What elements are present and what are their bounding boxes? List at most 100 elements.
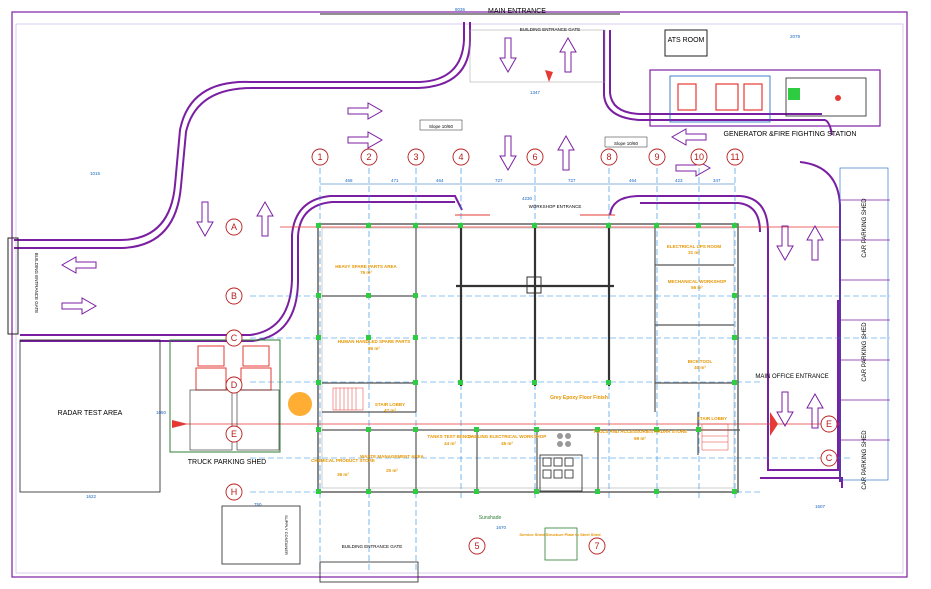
truck-shed-label: TRUCK PARKING SHED (188, 459, 266, 466)
generator-outline (649, 69, 881, 127)
room-cabling: CABLING ELECTRICAL WORKSHOP (468, 434, 546, 439)
dim-mid: 4230 (522, 196, 533, 201)
bottom-gate-label: BUILDING ENTRANCE GATE (342, 544, 402, 549)
dim-bot-left: 1622 (86, 494, 97, 499)
site-boundary (11, 11, 908, 578)
dim-3: 464 (436, 178, 444, 183)
road-outline-left-upper-inner (14, 22, 471, 249)
slope-1-label: Slope 10/60 (429, 124, 454, 129)
dim-top-right: 2079 (790, 34, 801, 39)
arrow-right-2 (347, 131, 384, 149)
supply-label: SUPPLY CONTAINER (284, 515, 289, 555)
slope-1-box (419, 119, 463, 131)
inner-boundary (15, 23, 904, 574)
epoxy-label: Grey Epoxy Floor Finish (550, 395, 608, 401)
arrow-up-mid (557, 134, 575, 171)
ats-room-label: ATS ROOM (668, 37, 705, 44)
fire-pump (788, 88, 800, 100)
car-shed-label-3: CAR PARKING SHED (862, 430, 868, 490)
dim-1670: 1670 (496, 525, 507, 530)
room-ups-area: 31 m² (688, 250, 700, 255)
room-cabling-area: 45 m² (501, 441, 513, 446)
direction-arrows (60, 36, 824, 429)
room-waste-area: 20 m² (386, 468, 398, 473)
room-stair-lobby-area: 47 m² (384, 408, 396, 413)
radar-area-label-1: RADAR TEST AREA (58, 410, 123, 417)
road-outline-left-lower (20, 195, 463, 336)
arrow-up-office (806, 392, 824, 429)
dim-overall: 8036 (455, 7, 466, 12)
fire-tank-area (785, 77, 867, 117)
arrow-down-office (776, 391, 794, 428)
office-entrance-label-1: MAIN OFFICE ENTRANCE (755, 374, 828, 380)
room-bice-area: 40 m² (694, 365, 706, 370)
main-entrance-label: MAIN ENTRANCE (488, 8, 546, 15)
trucks (195, 345, 272, 391)
generator-room (669, 75, 771, 123)
toilet-fixtures (557, 433, 571, 447)
sunshade-label: Sunshade (479, 515, 502, 521)
arrow-right-gen (675, 159, 712, 177)
top-gate-label: BUILDING ENTRANCE GATE (520, 27, 580, 32)
room-human-handled: HUMAN HANDLED SPARE PARTS (338, 339, 411, 344)
arrow-up-right (806, 224, 824, 261)
workshop-entrance-label: WORKSHOP ENTRANCE (529, 204, 582, 209)
ats-room (664, 29, 708, 57)
tree-icon (288, 392, 312, 416)
main-building-inner (321, 227, 735, 489)
service-shed-box (544, 527, 578, 561)
slope-2-box (604, 136, 648, 148)
top-dim-texts: 468 471 464 727 727 464 423 347 2079 803… (86, 7, 826, 530)
road-outline-right-top-inner (609, 30, 822, 115)
car-shed-label-1: CAR PARKING SHED (862, 198, 868, 258)
road-outline-bottom-right (760, 477, 843, 488)
room-mechanical: MECHANICAL WORKSHOP (668, 279, 726, 284)
room-bice: BICE TOOL (688, 359, 713, 364)
grid-lines (250, 168, 890, 570)
room-tools-area: 69 m² (634, 436, 646, 441)
stairs (332, 387, 729, 451)
main-building-outline (317, 223, 739, 493)
arrow-down-right (776, 225, 794, 262)
room-stair-lobby: STAIR LOBBY (375, 402, 405, 407)
dim-1: 468 (345, 178, 353, 183)
dim-8: 347 (713, 178, 721, 183)
fire-tank (835, 95, 841, 101)
room-labels: HEAVY SPARE PARTS AREA 76 m² HUMAN HANDL… (311, 244, 727, 477)
room-mechanical-area: 56 m² (691, 285, 703, 290)
radar-area-outline (19, 339, 161, 493)
crane-block (526, 276, 542, 294)
slope-2-label: Slope 10/60 (614, 141, 639, 146)
left-gate-label: BUILDING ENTRANCE GATE (34, 253, 39, 313)
service-shed-label: Service Shed Structure Plate to Steel Sh… (519, 532, 601, 537)
generator-sets (677, 83, 763, 111)
dim-6: 464 (629, 178, 637, 183)
room-stair-lobby-2: STAIR LOBBY (697, 416, 727, 421)
road-outline-left-upper (14, 22, 465, 241)
road-outline-left-lower-inner (20, 201, 455, 342)
supply-container (221, 505, 301, 565)
car-shed-label-2: CAR PARKING SHED (862, 322, 868, 382)
room-tanks: TANKS TEST BENCH (427, 434, 472, 439)
interior-walls (322, 228, 740, 492)
generator-label: GENERATOR &FIRE FIGHTING STATION (724, 131, 857, 138)
dim-2: 471 (391, 178, 399, 183)
room-ups: ELECTRICAL UPS ROOM (667, 244, 721, 249)
dim-radar: 1050 (156, 410, 167, 415)
arrow-left-gen (670, 128, 707, 146)
room-chemical: CHEMICAL PRODUCT STORE (311, 458, 375, 463)
dim-5: 727 (568, 178, 576, 183)
bottom-gate (319, 561, 419, 583)
room-tanks-area: 44 m² (444, 441, 456, 446)
road-outline-right-lower (609, 195, 839, 471)
car-bays (840, 199, 890, 441)
arrow-down-mid (499, 135, 517, 172)
dim-1347: 1347 (530, 90, 541, 95)
room-heavy-spare-area: 76 m² (360, 270, 372, 275)
room-waste: WASTE MANAGEMENT AREA (360, 454, 425, 459)
top-gate-zone (469, 29, 606, 83)
car-parking-shed (839, 167, 889, 481)
room-human-handled-area: 86 m² (368, 346, 380, 351)
